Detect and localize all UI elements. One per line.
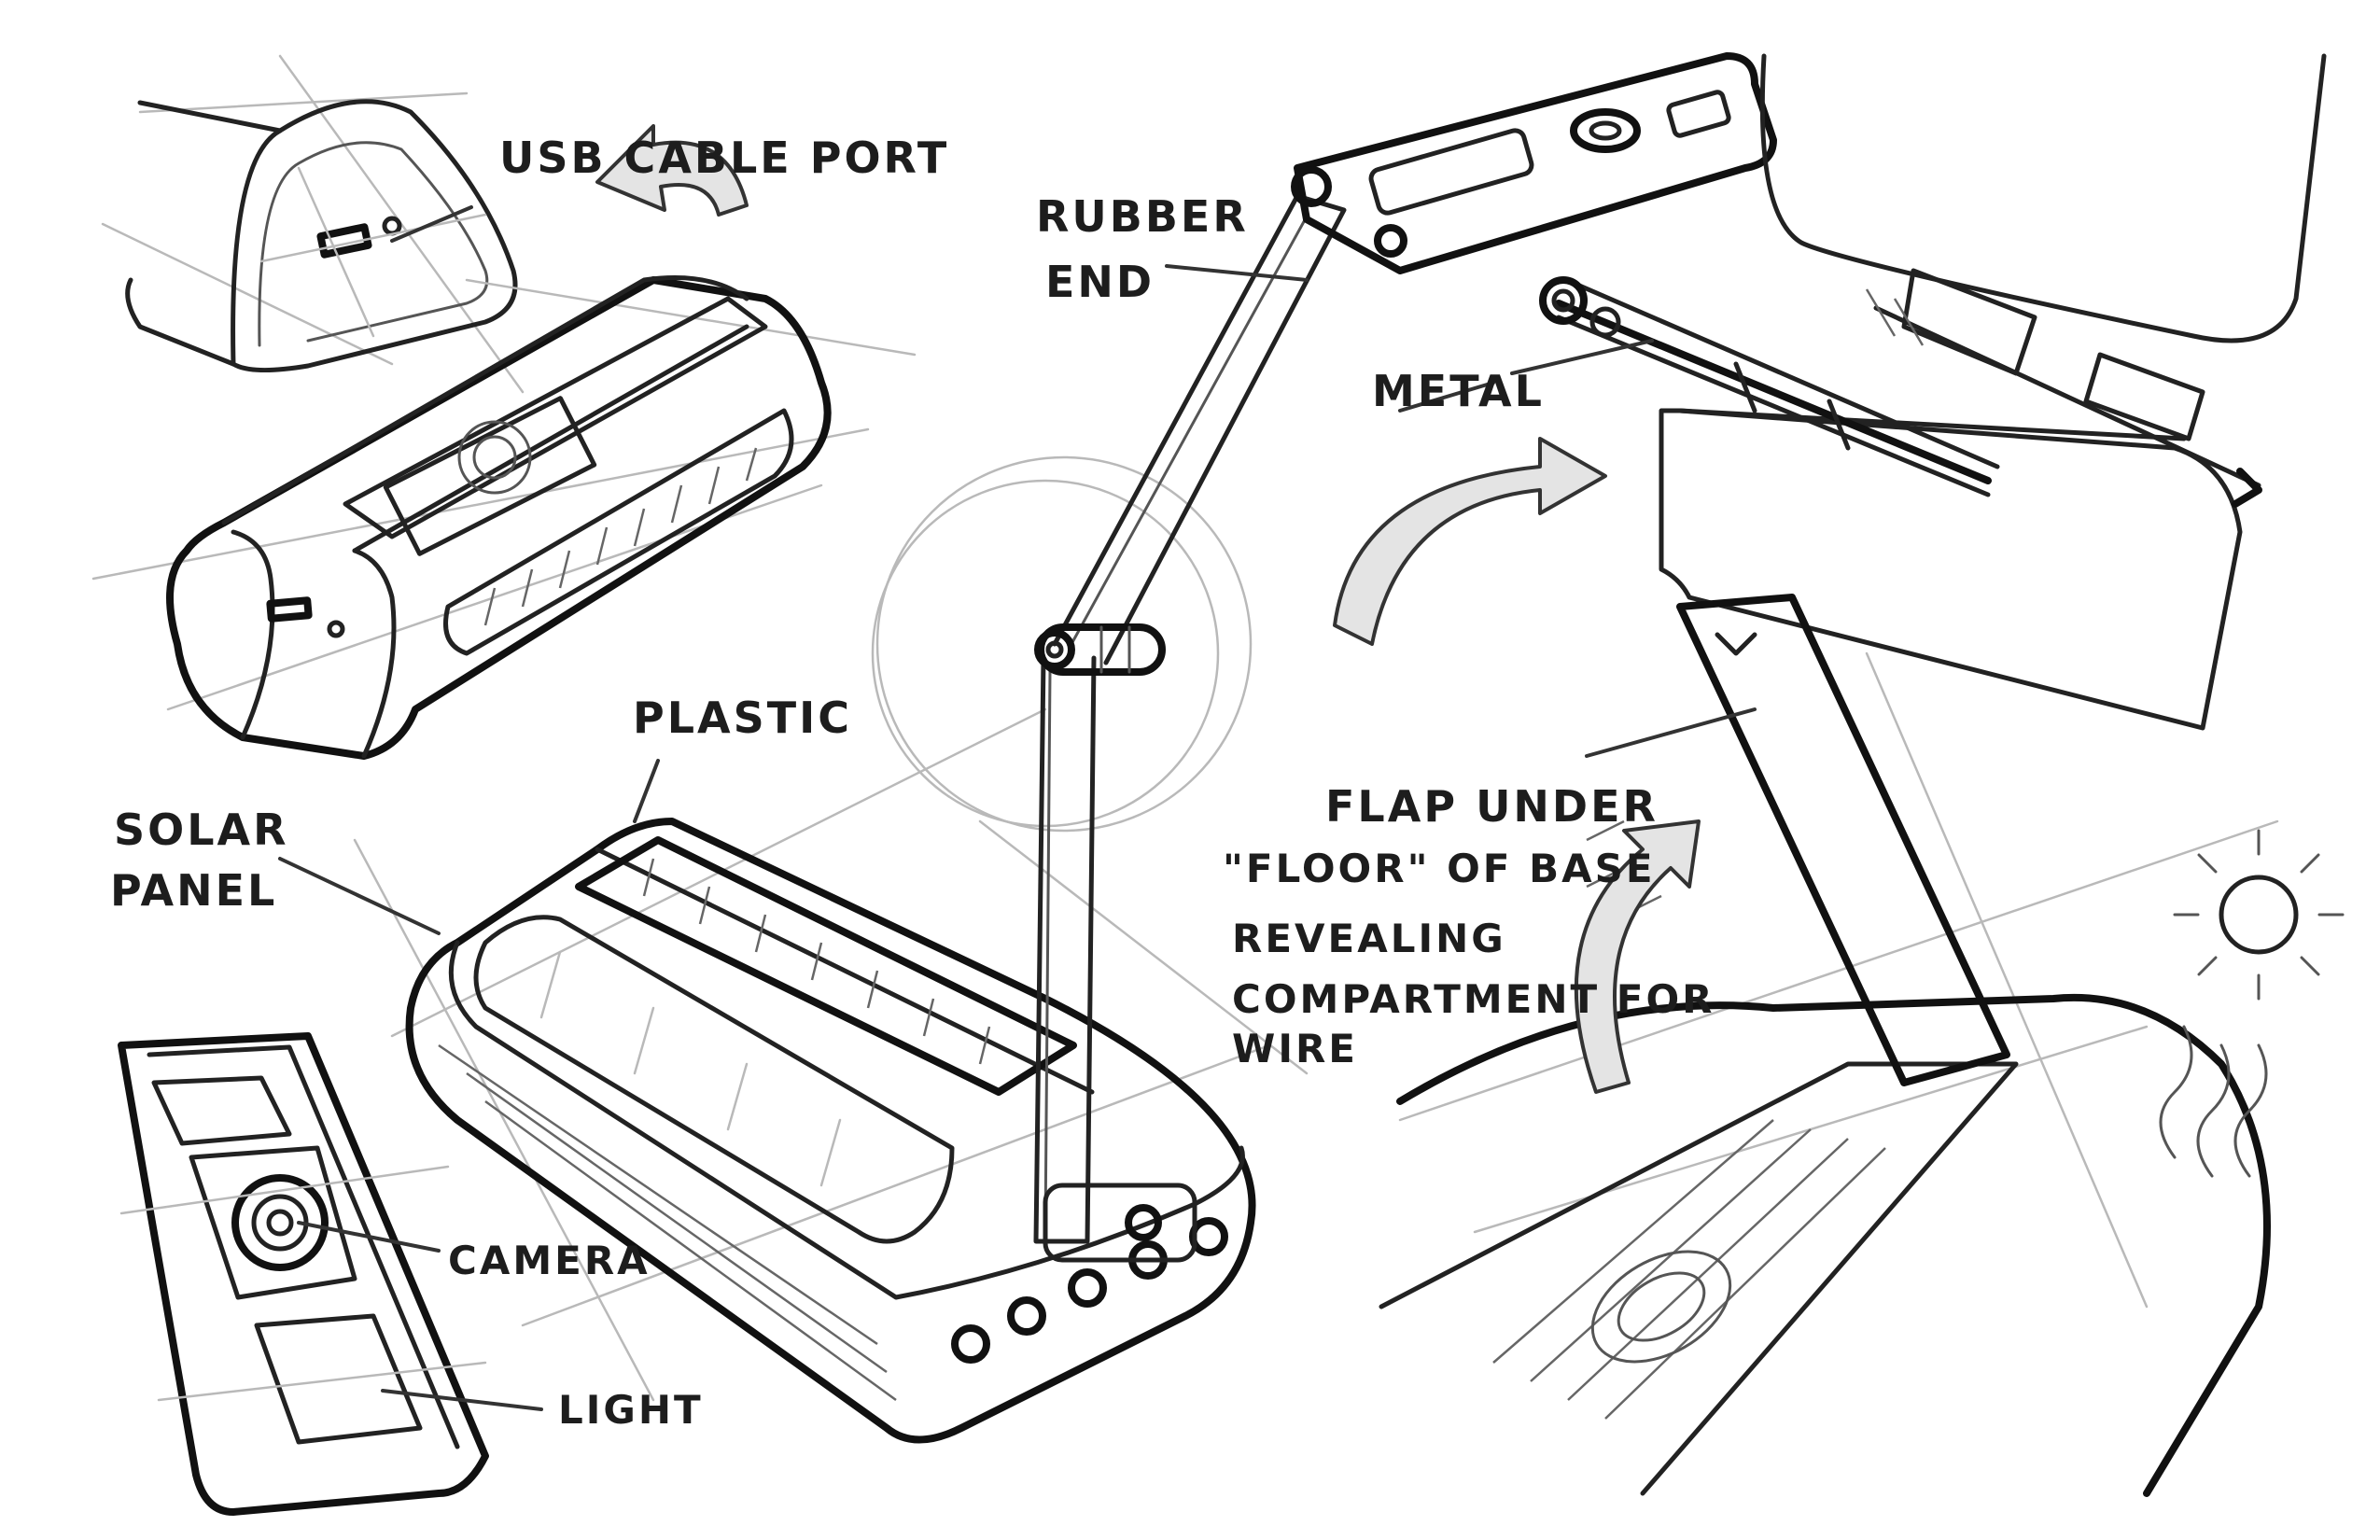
metal-pin-detail <box>1539 53 2327 731</box>
label-metal: METAL <box>1372 366 1545 416</box>
annotations: USB CABLE PORT RUBBER END METAL PLASTIC … <box>110 133 1715 1433</box>
label-light: LIGHT <box>558 1387 704 1433</box>
label-camera: CAMERA <box>448 1238 651 1283</box>
label-panel: PANEL <box>110 865 277 916</box>
lamp-head-closeup <box>118 1032 489 1516</box>
label-plastic: PLASTIC <box>633 693 852 743</box>
label-compartment-for: COMPARTMENT FOR <box>1232 976 1715 1022</box>
label-flap-under: FLAP UNDER <box>1325 781 1659 832</box>
rotate-arrow-icon <box>595 124 749 217</box>
leader-lines <box>278 205 1757 1411</box>
label-floor-of-base: "FLOOR" OF BASE <box>1223 846 1656 891</box>
label-solar: SOLAR <box>114 805 289 855</box>
flap-compartment-view <box>1379 594 2279 1497</box>
lamp-arm <box>871 52 1777 1263</box>
label-wire: WIRE <box>1232 1026 1358 1071</box>
label-rubber: RUBBER <box>1036 191 1249 242</box>
sun-icon <box>2173 829 2345 1001</box>
rotate-arrow-icon <box>1333 437 1607 646</box>
label-revealing: REVEALING <box>1232 916 1506 961</box>
main-product-base <box>353 707 1309 1444</box>
base-device-rear-view <box>91 275 917 760</box>
usb-port-closeup <box>101 54 525 394</box>
label-end: END <box>1045 257 1155 307</box>
label-usb-cable-port: USB CABLE PORT <box>499 133 949 183</box>
